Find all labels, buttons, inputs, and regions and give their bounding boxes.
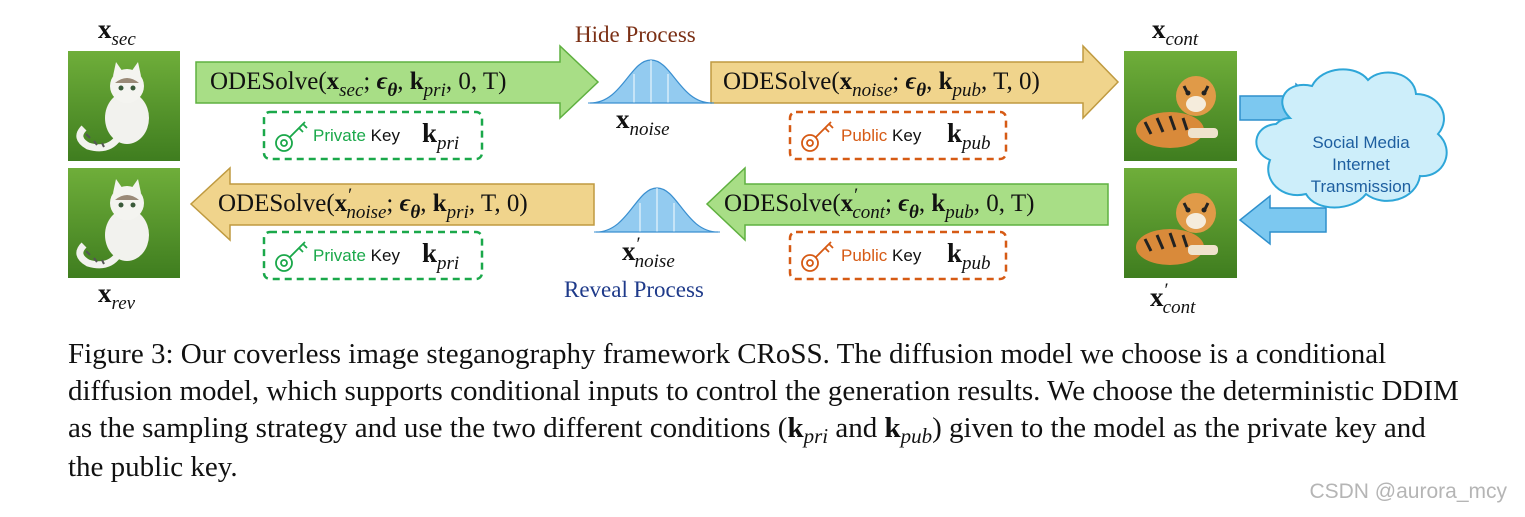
gaussian-noise-icon-bottom bbox=[594, 187, 720, 233]
cloud-icon bbox=[1255, 68, 1448, 209]
arrow-label-hide-private: ODESolve(xsec; ϵθ, kpri, 0, T) bbox=[210, 68, 507, 101]
hide-process-title: Hide Process bbox=[575, 22, 696, 47]
k-pub-top: kpub bbox=[947, 118, 991, 154]
tiger-icon bbox=[1136, 193, 1218, 265]
transmission-arrow-in bbox=[1238, 194, 1327, 246]
hide-arrow-public bbox=[710, 44, 1120, 120]
k-pub-bottom: kpub bbox=[947, 238, 991, 274]
public-key-label-top: Public Key bbox=[841, 126, 922, 145]
arrow-label-reveal-public: ODESolve(x′cont; ϵθ, kpub, 0, T) bbox=[724, 185, 1035, 223]
key-icon bbox=[801, 241, 834, 272]
cloud-line-3: Transmission bbox=[1310, 177, 1412, 196]
label-x-cont-prime: x′cont bbox=[1150, 280, 1196, 318]
reveal-arrow-public bbox=[705, 166, 1109, 242]
arrow-label-hide-public: ODESolve(xnoise; ϵθ, kpub, T, 0) bbox=[723, 68, 1040, 101]
reveal-arrow-private bbox=[189, 166, 595, 242]
cat-icon bbox=[76, 179, 149, 269]
label-x-noise: xnoise bbox=[616, 104, 670, 140]
key-icon bbox=[275, 121, 308, 152]
private-key-box-top bbox=[262, 110, 484, 161]
k-pri-bottom: kpri bbox=[422, 238, 460, 274]
cat-icon bbox=[76, 62, 149, 152]
arrow-label-reveal-private: ODESolve(x′noise; ϵθ, kpri, T, 0) bbox=[218, 185, 528, 223]
hide-arrow-private bbox=[195, 44, 600, 120]
image-x-cont-prime bbox=[1124, 168, 1237, 278]
cloud-line-1: Social Media bbox=[1312, 133, 1410, 152]
public-key-box-bottom bbox=[788, 230, 1008, 281]
image-x-cont bbox=[1124, 51, 1237, 161]
label-x-rev: xrev bbox=[98, 278, 136, 314]
label-x-cont: xcont bbox=[1152, 14, 1199, 50]
public-key-label-bottom: Public Key bbox=[841, 246, 922, 265]
public-key-box-top bbox=[788, 110, 1008, 161]
image-x-rev bbox=[68, 168, 180, 278]
private-key-label-bottom: Private Key bbox=[313, 246, 400, 265]
figure-caption: Figure 3: Our coverless image steganogra… bbox=[68, 338, 1459, 483]
private-key-box-bottom bbox=[262, 230, 484, 281]
watermark: CSDN @aurora_mcy bbox=[1309, 480, 1507, 503]
cloud-label: Social Media Internet Transmission bbox=[1276, 132, 1446, 198]
gaussian-noise-icon-top bbox=[588, 59, 714, 104]
image-x-sec bbox=[68, 51, 180, 161]
label-x-noise-prime: x′noise bbox=[622, 234, 675, 272]
cloud-line-2: Internet bbox=[1332, 155, 1390, 174]
private-key-label-top: Private Key bbox=[313, 126, 400, 145]
key-icon bbox=[275, 241, 308, 272]
figure-graphics bbox=[68, 44, 1448, 281]
tiger-icon bbox=[1136, 76, 1218, 148]
reveal-process-title: Reveal Process bbox=[564, 277, 704, 302]
label-x-sec: xsec bbox=[98, 14, 136, 50]
k-pri-top: kpri bbox=[422, 118, 460, 154]
key-icon bbox=[801, 121, 834, 152]
